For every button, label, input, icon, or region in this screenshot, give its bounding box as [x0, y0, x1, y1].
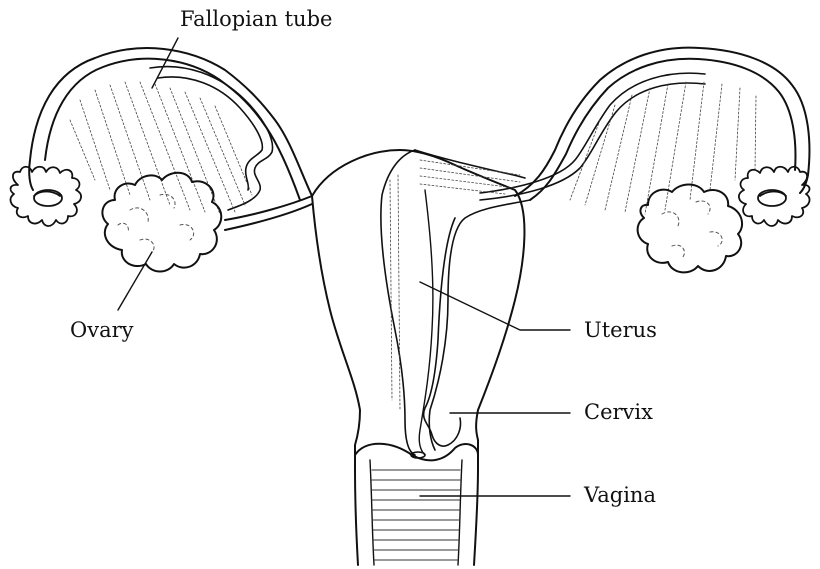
vagina-inner-right [458, 460, 462, 565]
vagina-inner-left [370, 460, 374, 565]
uterus-label: Uterus [584, 320, 657, 341]
left-tube-lining-strokes [70, 82, 252, 214]
uterus-outline [312, 150, 524, 468]
right-fimbriae [739, 167, 810, 226]
right-fallopian-tube-outer [515, 48, 809, 196]
uterus-leader-line [420, 282, 570, 330]
vagina-label: Vagina [584, 485, 656, 506]
fallopian-tube-label: Fallopian tube [180, 9, 332, 30]
vaginal-rugae [372, 470, 460, 560]
endometrium-inner [419, 190, 433, 455]
ovary-leader-line [118, 252, 152, 310]
uterine-fundus-inner [415, 150, 525, 178]
left-fimbriae [11, 167, 82, 226]
left-ovary [102, 173, 221, 272]
right-tube-lumen [480, 73, 705, 200]
right-ovary [638, 185, 742, 273]
right-tube-lining-strokes [570, 82, 756, 214]
cervix-label: Cervix [584, 402, 653, 423]
fallopian-tube-leader-line [152, 38, 178, 88]
ovary-label: Ovary [70, 320, 134, 341]
